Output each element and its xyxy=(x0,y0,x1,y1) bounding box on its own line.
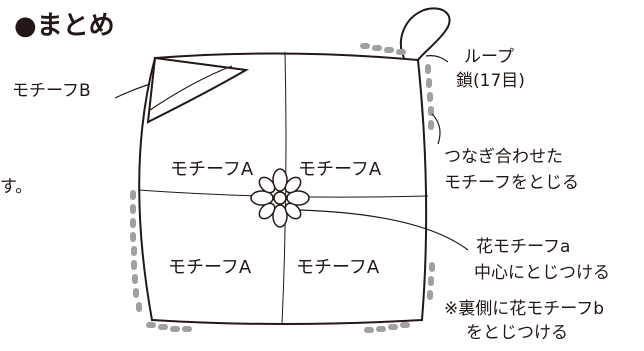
flower-label-line2: 中心にとじつける xyxy=(474,263,610,283)
leader-lines xyxy=(114,55,469,251)
flower-label-line1: 花モチーフa xyxy=(476,237,571,257)
section-title: ●まとめ xyxy=(14,11,115,41)
motif-a-top-left: モチーフA xyxy=(170,159,254,180)
back-note-line2: をとじつける xyxy=(466,323,568,343)
hanging-loop xyxy=(399,7,451,61)
loop-label-line2: 鎖(17目) xyxy=(456,71,525,91)
motif-a-bottom-left: モチーフA xyxy=(168,257,252,278)
motif-b-fold xyxy=(149,65,233,111)
loop-label-line1: ループ xyxy=(464,47,514,67)
motif-b-shape xyxy=(146,56,250,124)
motif-a-top-right: モチーフA xyxy=(298,159,382,180)
motif-a-bottom-right: モチーフA xyxy=(296,257,380,278)
join-label-line1: つなぎ合わせた xyxy=(444,147,563,167)
potholder-outline xyxy=(138,52,428,325)
motif-b-label: モチーフB xyxy=(12,81,91,101)
edge-text: す。 xyxy=(0,177,33,197)
back-note-line1: ※裏側に花モチーフb xyxy=(444,299,605,319)
stitch-marks xyxy=(130,43,435,333)
join-label-line2: モチーフをとじる xyxy=(444,173,579,193)
flower-motif-a xyxy=(250,168,310,228)
